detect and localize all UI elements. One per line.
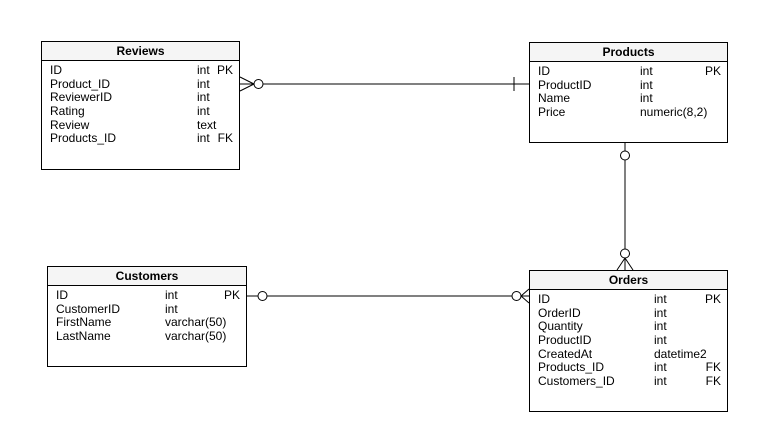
field-type: varchar(50) xyxy=(165,315,227,330)
field-type: int xyxy=(197,90,210,105)
field-name: ProductID xyxy=(538,333,592,348)
field-type: numeric(8,2) xyxy=(640,105,708,120)
field-row: Review text xyxy=(42,117,239,133)
field-row: CreatedAt datetime2 xyxy=(530,346,727,362)
field-type: int xyxy=(654,292,667,306)
field-name: Quantity xyxy=(538,319,583,334)
entity-title: Products xyxy=(530,43,727,62)
field-row: LastName varchar(50) xyxy=(48,329,246,344)
field-row: Products_ID int FK xyxy=(42,132,239,146)
field-name: CustomerID xyxy=(56,301,121,316)
field-name: Products_ID xyxy=(50,131,117,146)
field-row: ID int PK xyxy=(48,288,246,303)
entity-title: Orders xyxy=(530,271,727,290)
entity-table[interactable]: Products ID int PK ProductID int Name xyxy=(529,42,728,143)
field-type: int xyxy=(654,333,667,348)
field-type: int xyxy=(197,131,210,146)
field-type: int xyxy=(640,64,653,78)
field-row: ID int PK xyxy=(530,64,727,79)
relationship-customers-orders[interactable] xyxy=(247,288,530,304)
field-name: FirstName xyxy=(56,315,112,330)
entity-table[interactable]: Reviews ID int PK Product_ID int Reviewe… xyxy=(41,41,240,170)
field-name: Review xyxy=(50,117,90,132)
field-type: int xyxy=(197,76,210,91)
entity-title: Reviews xyxy=(42,42,239,61)
crow-foot-many-icon xyxy=(239,76,255,92)
field-row: Products_ID int FK xyxy=(530,361,727,375)
cardinality-zero-circle-icon xyxy=(511,291,522,301)
field-row: OrderID int xyxy=(530,305,727,321)
entity-field-list: ID int PK Product_ID int ReviewerID int xyxy=(42,61,239,146)
field-type: int xyxy=(165,301,178,316)
field-type: int xyxy=(654,360,667,375)
field-name: ProductID xyxy=(538,77,592,92)
entity-table[interactable]: Orders ID int PK OrderID int Quantity xyxy=(529,270,728,412)
field-key-badge: PK xyxy=(216,63,233,77)
field-type: int xyxy=(640,77,653,92)
cardinality-zero-circle-icon xyxy=(620,248,630,259)
field-key-badge: FK xyxy=(217,131,233,146)
crow-foot-many-icon xyxy=(616,257,634,271)
field-type: int xyxy=(197,63,210,77)
field-key-badge: PK xyxy=(704,64,721,78)
field-row: ReviewerID int xyxy=(42,91,239,105)
field-type: int xyxy=(654,374,667,389)
field-name: ID xyxy=(538,64,550,78)
field-type: int xyxy=(197,104,210,119)
field-type: int xyxy=(654,319,667,334)
field-row: Rating int xyxy=(42,104,239,119)
field-key-badge: FK xyxy=(705,360,721,375)
field-row: Product_ID int xyxy=(42,76,239,92)
field-row: ProductID int xyxy=(530,77,727,93)
field-key-badge: PK xyxy=(704,292,721,306)
field-type: int xyxy=(165,288,178,302)
cardinality-zero-circle-icon xyxy=(257,291,268,301)
field-name: ID xyxy=(50,63,62,77)
field-row: Quantity int xyxy=(530,320,727,334)
field-row: ProductID int xyxy=(530,333,727,348)
field-name: Products_ID xyxy=(538,360,605,375)
field-name: Customers_ID xyxy=(538,374,615,389)
cardinality-zero-circle-icon xyxy=(253,79,264,89)
field-name: Price xyxy=(538,105,566,120)
field-name: ID xyxy=(538,292,550,306)
entity-field-list: ID int PK OrderID int Quantity int xyxy=(530,290,727,389)
field-type: int xyxy=(640,91,653,106)
field-name: ID xyxy=(56,288,68,302)
entity-field-list: ID int PK ProductID int Name int xyxy=(530,62,727,120)
field-name: ReviewerID xyxy=(50,90,113,105)
field-row: ID int PK xyxy=(530,292,727,307)
field-type: varchar(50) xyxy=(165,329,227,344)
field-row: Price numeric(8,2) xyxy=(530,105,727,120)
field-name: Name xyxy=(538,91,571,106)
field-name: LastName xyxy=(56,329,111,344)
cardinality-zero-circle-icon xyxy=(620,150,630,161)
field-key-badge: PK xyxy=(223,288,240,302)
entity-table[interactable]: Customers ID int PK CustomerID int First… xyxy=(47,266,247,367)
field-key-badge: FK xyxy=(705,374,721,389)
field-row: ID int PK xyxy=(42,63,239,78)
crow-foot-many-icon xyxy=(520,288,530,304)
field-row: CustomerID int xyxy=(48,301,246,317)
field-name: Product_ID xyxy=(50,76,111,91)
field-name: CreatedAt xyxy=(538,346,593,361)
relationship-products-reviews[interactable] xyxy=(239,76,529,92)
field-type: datetime2 xyxy=(654,346,707,361)
field-name: Rating xyxy=(50,104,85,119)
field-name: OrderID xyxy=(538,305,581,320)
field-type: text xyxy=(197,117,217,132)
field-type: int xyxy=(654,305,667,320)
entity-field-list: ID int PK CustomerID int FirstName varch… xyxy=(48,286,246,344)
field-row: Name int xyxy=(530,92,727,106)
field-row: Customers_ID int FK xyxy=(530,374,727,389)
field-row: FirstName varchar(50) xyxy=(48,316,246,330)
relationship-products-orders[interactable] xyxy=(616,143,634,271)
entity-title: Customers xyxy=(48,267,246,286)
